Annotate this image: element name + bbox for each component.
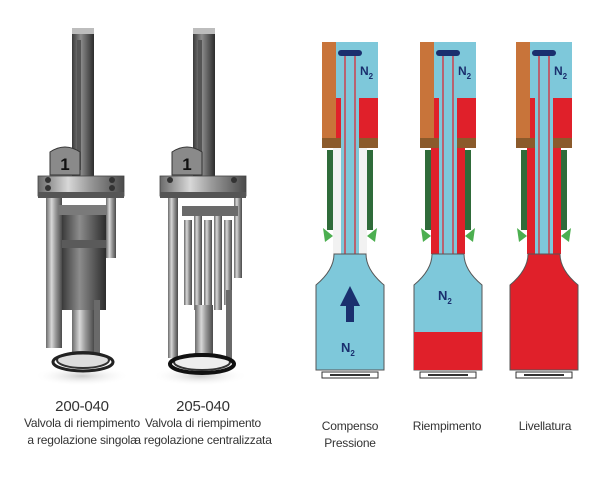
valve-200-040-badge-icon: 1 [60, 155, 69, 174]
svg-text:N2: N2 [360, 64, 374, 81]
svg-text:N2: N2 [438, 288, 452, 306]
stage-riempimento-diagram [413, 42, 483, 379]
stage-label-line1: Compenso [321, 419, 379, 433]
stage-label-line1: Riempimento [412, 419, 482, 433]
stage-2-gas-label: N2 [458, 64, 472, 81]
stage-2-bottle-gas-label: N2 [438, 288, 452, 306]
stage-1-caption: Compenso Pressione [305, 418, 395, 452]
stage-livellatura-diagram [509, 42, 579, 379]
valve-205-040-badge-icon: 1 [182, 155, 191, 174]
stage-compenso-pressione-diagram [315, 42, 385, 379]
stage-1-bottle-gas-label: N2 [341, 340, 355, 358]
badge-number: 1 [60, 155, 69, 174]
valve-description-line2: a regolazione centralizzata [134, 433, 272, 447]
svg-text:N2: N2 [554, 64, 568, 81]
valve-description-line2: a regolazione singola [27, 433, 137, 447]
stage-label-line2: Pressione [324, 436, 376, 450]
valve-code: 200-040 [55, 398, 109, 415]
svg-text:N2: N2 [341, 340, 355, 358]
valve-description-line1: Valvola di riempimento [23, 416, 141, 430]
valve-205-040-caption: 205-040 Valvola di riempimento a regolaz… [128, 398, 278, 449]
stage-2-caption: Riempimento [402, 418, 492, 435]
valve-code: 205-040 [176, 398, 230, 415]
diagram-canvas: 1 1 [34, 28, 579, 386]
stage-3-caption: Livellatura [500, 418, 590, 435]
valve-description-line1: Valvola di riempimento [144, 416, 262, 430]
stage-1-gas-label: N2 [360, 64, 374, 81]
stage-3-gas-label: N2 [554, 64, 568, 81]
badge-number: 1 [182, 155, 191, 174]
svg-text:N2: N2 [458, 64, 472, 81]
stage-label-line1: Livellatura [518, 419, 572, 433]
valve-200-040-caption: 200-040 Valvola di riempimento a regolaz… [12, 398, 152, 449]
valve-205-040-illustration [152, 28, 248, 386]
valve-200-040-illustration [34, 28, 130, 386]
